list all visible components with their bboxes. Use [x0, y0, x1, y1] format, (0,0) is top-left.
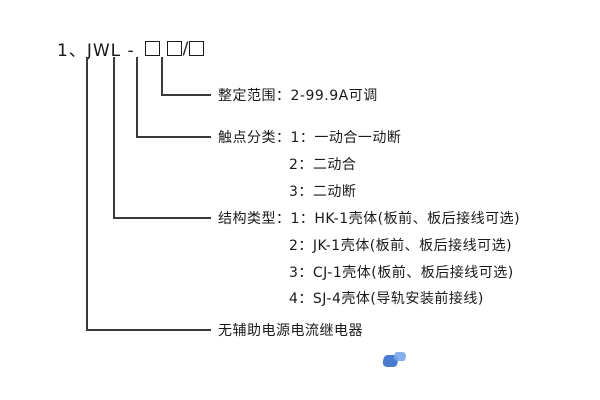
watermark-shape-light [392, 352, 408, 361]
connector-setting-range-horizontal [161, 94, 211, 96]
model-prefix: 1、JWL - [57, 41, 135, 61]
connector-setting-range-vertical [161, 57, 163, 95]
setting-range-label: 整定范围：2-99.9A可调 [218, 88, 378, 104]
model-box-structure [144, 41, 160, 56]
connector-structure-horizontal [113, 217, 211, 219]
contact-class-item-2: 2：二动合 [289, 157, 357, 173]
structure-type-item-3: 3：CJ-1壳体(板前、板后接线可选) [289, 265, 514, 281]
model-box-contact [166, 41, 182, 56]
connector-product-vertical [86, 57, 88, 330]
model-title: 1、JWL - / [57, 36, 205, 61]
product-name-label: 无辅助电源电流继电器 [218, 323, 363, 339]
model-slash: / [182, 38, 189, 59]
contact-class-item-3: 3：二动断 [289, 184, 357, 200]
contact-class-label: 触点分类：1：一动合一动断 [218, 130, 402, 146]
model-box-range [189, 41, 205, 56]
connector-product-horizontal [86, 329, 211, 331]
structure-type-item-4: 4：SJ-4壳体(导轨安装前接线) [289, 291, 484, 307]
connector-contact-horizontal [136, 136, 211, 138]
structure-type-label: 结构类型：1：HK-1壳体(板前、板后接线可选) [218, 211, 521, 227]
connector-structure-vertical [113, 57, 115, 218]
connector-contact-vertical [136, 57, 138, 137]
structure-type-item-2: 2：JK-1壳体(板前、板后接线可选) [289, 238, 513, 254]
watermark-logo [381, 352, 409, 370]
